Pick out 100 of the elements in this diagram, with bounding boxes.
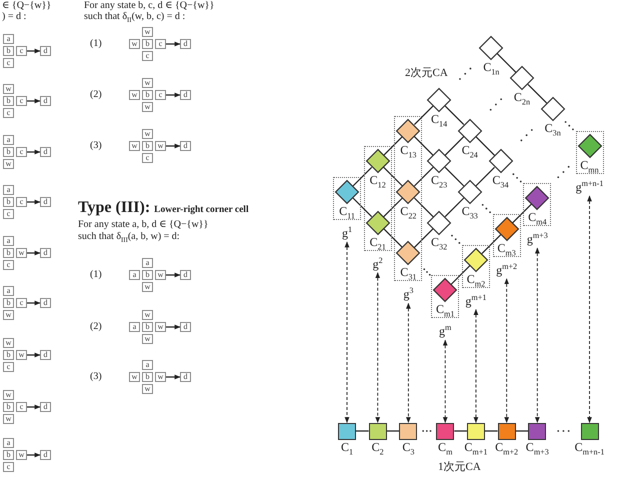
group-label: g$^{m+2}$	[496, 262, 518, 277]
cell-label: C$_{22}$	[400, 204, 416, 218]
cell-diamond	[427, 149, 452, 174]
dotted-group-box	[576, 130, 604, 196]
dotted-group-box	[431, 275, 460, 340]
group-label: g$^{m+n-1}$	[576, 180, 604, 194]
state-cell: c	[142, 153, 153, 163]
state-cell: w	[142, 27, 153, 37]
arrow	[27, 150, 41, 154]
arrow	[27, 98, 41, 104]
cell-square	[528, 422, 546, 440]
double-arrow	[587, 195, 592, 424]
cell-diamond	[427, 210, 452, 235]
connector-line	[414, 136, 434, 156]
state-cell: c	[16, 402, 27, 412]
cell-label: C$_{mn}$	[580, 158, 599, 172]
arrow	[166, 144, 181, 148]
state-cell: c	[142, 51, 153, 61]
state-cell: b	[142, 372, 153, 382]
state-cell: a	[3, 34, 14, 44]
state-cell: d	[180, 322, 191, 332]
state-cell: b	[3, 147, 14, 157]
case-number: (1)	[90, 269, 102, 281]
arrow	[166, 92, 181, 98]
cell-label: C$_{m}$	[438, 440, 452, 454]
condition-text: For any state a, b, d ∈ {Q−{w}}	[78, 219, 208, 230]
state-cell: w	[3, 390, 14, 400]
cell-diamond	[494, 216, 519, 241]
state-cell: w	[16, 450, 27, 460]
case-number: (3)	[90, 371, 102, 383]
connector-line	[356, 430, 369, 432]
state-cell: c	[3, 58, 14, 68]
state-cell: b	[3, 298, 14, 308]
cell-label: C$_{11}$	[339, 205, 355, 218]
connector-line	[475, 136, 495, 156]
double-arrow	[504, 278, 510, 424]
connector-line	[512, 204, 532, 224]
cell-diamond	[479, 36, 504, 60]
connector-line	[383, 136, 403, 156]
cell-square	[399, 422, 418, 440]
group-label: g$^{m+1}$	[465, 294, 486, 308]
connector-line	[516, 430, 528, 432]
state-cell: a	[129, 270, 140, 280]
state-cell: w	[16, 248, 27, 258]
state-cell: b	[3, 46, 14, 56]
cell-label: C$_{12}$	[370, 174, 386, 188]
diagram-caption: 1次元CA	[438, 461, 481, 474]
group-label: g$^{3}$	[403, 287, 414, 302]
cell-label: C$_{3}$	[402, 440, 414, 454]
cell-label: C$_{34}$	[492, 174, 509, 188]
connector-line	[386, 430, 400, 432]
condition-text: For any state b, c, d ∈ {Q−{w}}	[84, 0, 214, 11]
dotted-group-box	[523, 183, 552, 248]
connector-line	[444, 105, 464, 126]
arrow	[27, 452, 41, 458]
cell-label: C$_{13}$	[400, 144, 416, 157]
connector-line	[383, 228, 403, 248]
cell-label: C$_{m3}$	[497, 242, 516, 255]
condition-text: such that δ$_{II}$(w, b, c) = d :	[84, 11, 186, 22]
cell-label: C$_{m+1}$	[464, 440, 488, 454]
state-cell: b	[3, 402, 14, 412]
dotted-group-box	[462, 244, 490, 310]
double-arrow	[406, 302, 411, 424]
arrow	[166, 42, 181, 46]
state-cell: d	[40, 350, 51, 360]
cell-label: C$_{23}$	[431, 174, 448, 188]
connector-line	[414, 105, 434, 126]
cell-diamond	[427, 88, 452, 112]
state-cell: a	[3, 438, 14, 448]
state-cell: w	[142, 129, 153, 139]
state-cell: b	[3, 197, 14, 207]
cell-diamond	[510, 66, 534, 90]
cell-label: C$_{2}$	[372, 440, 384, 454]
cell-label: C$_{24}$	[462, 144, 478, 157]
state-cell: w	[129, 90, 140, 100]
cell-diamond	[578, 134, 602, 158]
state-cell: w	[129, 39, 140, 49]
state-cell: w	[142, 384, 153, 394]
group-label: g$^{m+3}$	[526, 232, 548, 246]
state-cell: w	[142, 102, 153, 112]
case-number: (3)	[90, 140, 102, 152]
state-cell: d	[40, 248, 51, 258]
cell-diamond	[433, 278, 458, 302]
state-cell: b	[142, 39, 153, 49]
connector-line	[383, 166, 403, 186]
connector-line	[414, 198, 434, 218]
state-cell: w	[142, 282, 153, 292]
double-arrow	[375, 272, 380, 424]
state-cell: w	[3, 414, 14, 424]
cell-diamond	[464, 248, 488, 272]
state-cell: w	[155, 372, 166, 382]
cell-label: C$_{m4}$	[528, 211, 547, 224]
state-cell: c	[16, 197, 27, 207]
arrow	[27, 404, 41, 410]
type-subtitle: Lower-right corner cell	[154, 205, 249, 216]
connector-line	[475, 166, 495, 186]
cell-diamond	[540, 97, 565, 122]
group-label: g$^{1}$	[342, 226, 352, 240]
state-cell: d	[40, 450, 51, 460]
cell-diamond	[525, 186, 550, 210]
